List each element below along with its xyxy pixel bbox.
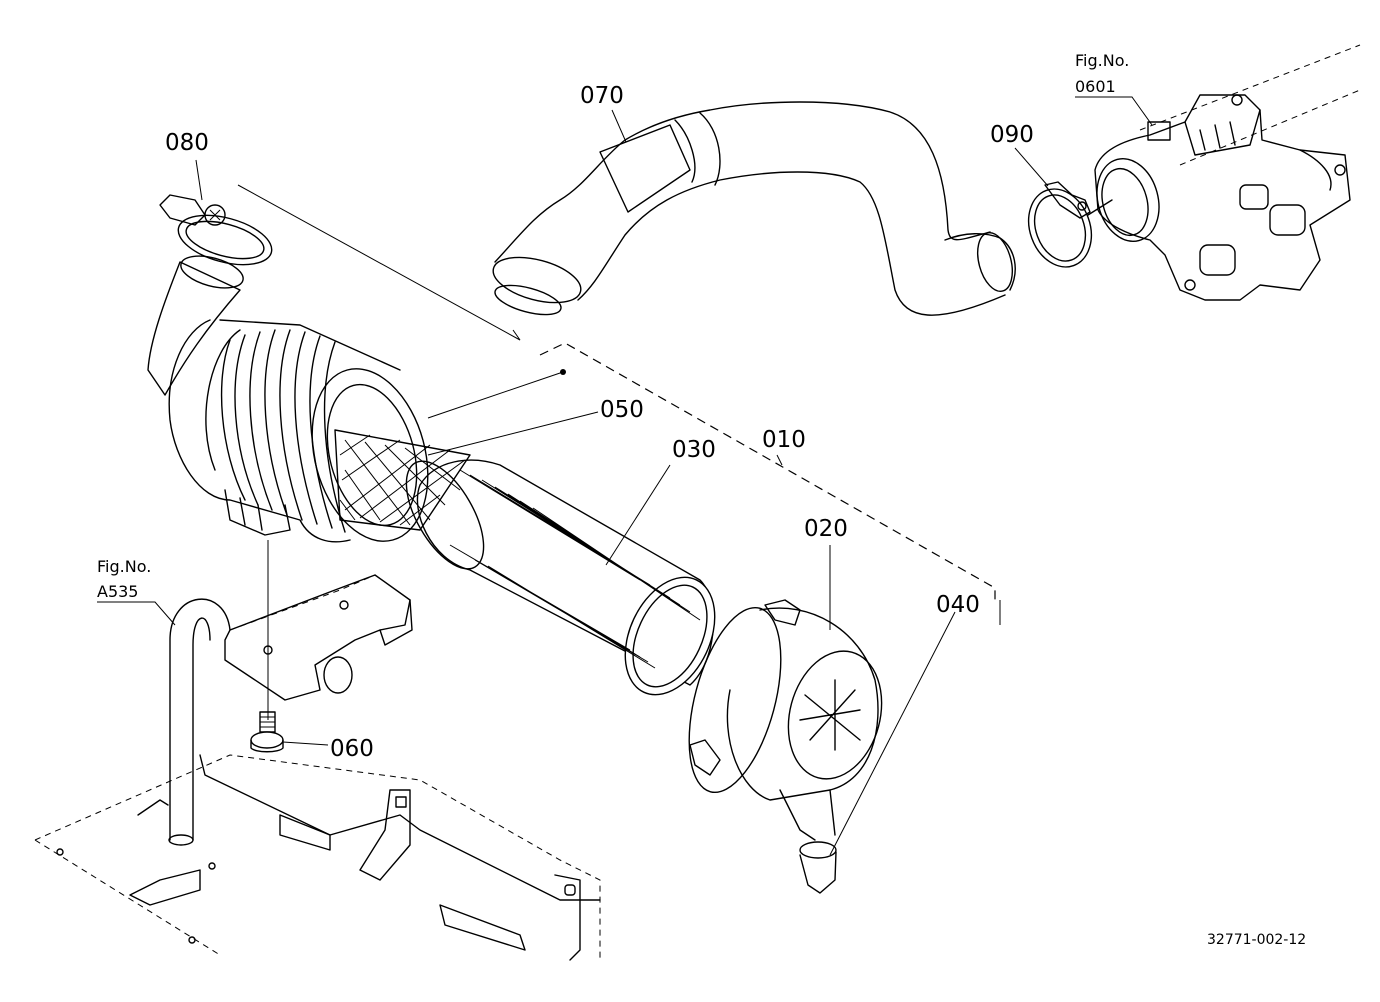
inner-filter-050 bbox=[334, 429, 471, 531]
frame-and-pipe bbox=[34, 598, 601, 961]
label-050: 050 bbox=[600, 397, 644, 423]
document-number: 32771-002-12 bbox=[1207, 932, 1306, 948]
callout-labels: 070 080 090 050 030 010 020 040 060 bbox=[165, 83, 1034, 762]
label-070: 070 bbox=[580, 83, 624, 109]
evacuator-valve-040 bbox=[799, 841, 837, 894]
assembly-bracket-010 bbox=[539, 342, 996, 600]
fig-ref-a535-line1: Fig.No. bbox=[97, 557, 151, 576]
mounting-bracket bbox=[224, 540, 413, 720]
primary-filter-030 bbox=[405, 459, 716, 696]
leader-lines bbox=[97, 96, 1153, 856]
intake-hose-070 bbox=[492, 101, 1016, 316]
intake-manifold bbox=[1094, 44, 1361, 301]
label-040: 040 bbox=[936, 592, 980, 618]
label-010: 010 bbox=[762, 427, 806, 453]
label-060: 060 bbox=[330, 736, 374, 762]
label-080: 080 bbox=[165, 130, 209, 156]
fig-ref-0601-line1: Fig.No. bbox=[1075, 51, 1129, 70]
hose-clamp-090 bbox=[1027, 181, 1113, 268]
label-090: 090 bbox=[990, 122, 1034, 148]
fig-ref-a535-line2: A535 bbox=[97, 582, 138, 601]
bolt-060 bbox=[250, 711, 284, 753]
hose-clamp-080 bbox=[159, 194, 273, 266]
cover-020 bbox=[688, 599, 883, 841]
label-030: 030 bbox=[672, 437, 716, 463]
fig-ref-0601-line2: 0601 bbox=[1075, 77, 1116, 96]
label-020: 020 bbox=[804, 516, 848, 542]
figure-references: Fig.No. 0601 Fig.No. A535 bbox=[97, 51, 1129, 601]
air-cleaner-body bbox=[147, 255, 429, 543]
